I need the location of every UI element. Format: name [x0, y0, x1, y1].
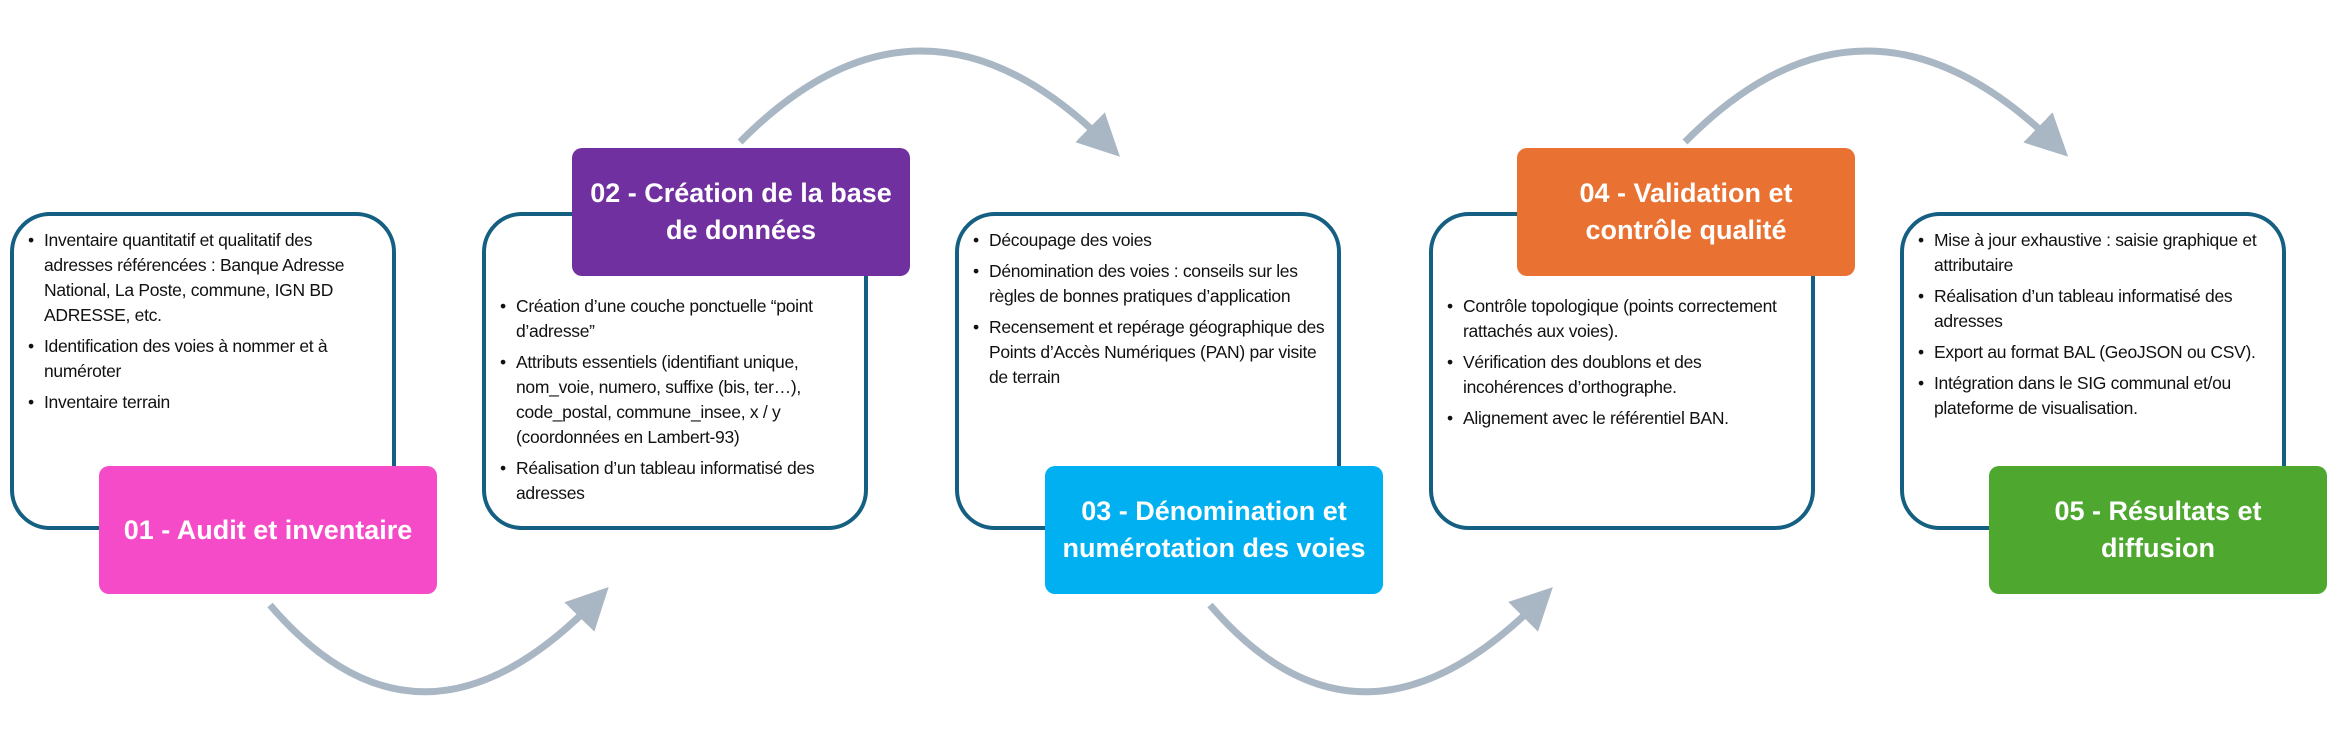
step-1-title: 01 - Audit et inventaire: [99, 466, 437, 594]
step-3-item: Recensement et repérage géographique des…: [973, 315, 1327, 390]
arrow-1-to-2: [267, 586, 609, 696]
step-1-item: Inventaire terrain: [28, 390, 382, 415]
step-3-item: Découpage des voies: [973, 228, 1327, 253]
arrow-4-to-5: [1682, 47, 2069, 157]
step-1-details: Inventaire quantitatif et qualitatif des…: [10, 212, 396, 530]
step-1-item: Inventaire quantitatif et qualitatif des…: [28, 228, 382, 328]
step-2-item: Création d’une couche ponctuelle “point …: [500, 294, 854, 344]
step-4-title: 04 - Validation et contrôle qualité: [1517, 148, 1855, 276]
step-5-item: Export au format BAL (GeoJSON ou CSV).: [1918, 340, 2272, 365]
arrow-2-to-3: [737, 47, 1120, 157]
step-4-item: Alignement avec le référentiel BAN.: [1447, 406, 1801, 431]
arrow-3-to-4: [1207, 587, 1553, 696]
step-5-title: 05 - Résultats et diffusion: [1989, 466, 2327, 594]
step-5-item: Réalisation d’un tableau informatisé des…: [1918, 284, 2272, 334]
step-5-item: Mise à jour exhaustive : saisie graphiqu…: [1918, 228, 2272, 278]
step-2-item: Réalisation d’un tableau informatisé des…: [500, 456, 854, 506]
step-2-item: Attributs essentiels (identifiant unique…: [500, 350, 854, 450]
step-3-details: Découpage des voies Dénomination des voi…: [955, 212, 1341, 530]
step-3-title: 03 - Dénomination et numérotation des vo…: [1045, 466, 1383, 594]
step-2-title: 02 - Création de la base de données: [572, 148, 910, 276]
step-3-item: Dénomination des voies : conseils sur le…: [973, 259, 1327, 309]
step-5-item: Intégration dans le SIG communal et/ou p…: [1918, 371, 2272, 421]
step-4-item: Vérification des doublons et des incohér…: [1447, 350, 1801, 400]
step-1-item: Identification des voies à nommer et à n…: [28, 334, 382, 384]
step-4-item: Contrôle topologique (points correctemen…: [1447, 294, 1801, 344]
